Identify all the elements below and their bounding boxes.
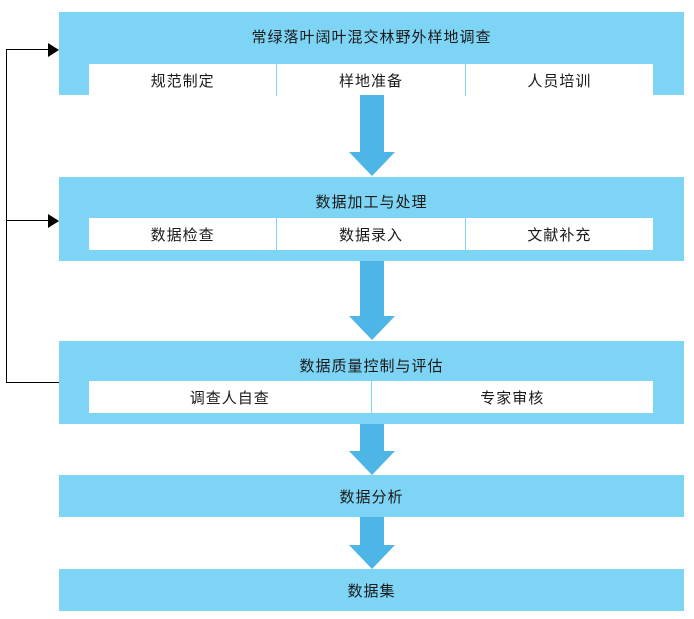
stage-quality-control: 数据质量控制与评估 调查人自查 专家审核 <box>59 341 684 424</box>
item-staff-training: 人员培训 <box>464 64 653 96</box>
item-self-check: 调查人自查 <box>189 388 270 407</box>
stage-field-survey-items: 规范制定 样地准备 人员培训 <box>89 64 653 96</box>
item-plot-preparation: 样地准备 <box>276 64 464 96</box>
stage-quality-control-title: 数据质量控制与评估 <box>299 357 444 375</box>
item-standard-formulation: 规范制定 <box>150 71 215 90</box>
item-data-check: 数据检查 <box>150 225 215 244</box>
stage-data-analysis-title: 数据分析 <box>339 487 404 506</box>
flow-arrow-2 <box>349 261 395 341</box>
feedback-line-to-data-processing <box>6 220 49 221</box>
stage-data-analysis: 数据分析 <box>59 475 684 517</box>
flow-arrow-4 <box>349 517 395 569</box>
item-literature-supplement: 文献补充 <box>464 218 653 250</box>
feedback-arrowhead-field-survey <box>48 43 59 57</box>
feedback-line-from-quality-control <box>6 382 59 383</box>
flow-arrow-3 <box>349 424 395 475</box>
stage-dataset: 数据集 <box>59 569 684 611</box>
stage-data-processing: 数据加工与处理 数据检查 数据录入 文献补充 <box>59 177 684 261</box>
feedback-line-vertical <box>6 49 7 383</box>
stage-quality-control-items: 调查人自查 专家审核 <box>89 381 653 413</box>
stage-dataset-title: 数据集 <box>347 581 396 600</box>
stage-field-survey-title: 常绿落叶阔叶混交林野外样地调查 <box>251 28 492 46</box>
stage-field-survey: 常绿落叶阔叶混交林野外样地调查 规范制定 样地准备 人员培训 <box>59 12 684 96</box>
flow-arrow-1 <box>349 95 395 177</box>
feedback-arrowhead-data-processing <box>48 214 59 228</box>
stage-data-processing-title: 数据加工与处理 <box>315 193 428 211</box>
item-data-entry: 数据录入 <box>276 218 464 250</box>
stage-data-processing-items: 数据检查 数据录入 文献补充 <box>89 218 653 250</box>
feedback-line-to-field-survey <box>6 49 49 50</box>
item-expert-review: 专家审核 <box>370 381 654 413</box>
